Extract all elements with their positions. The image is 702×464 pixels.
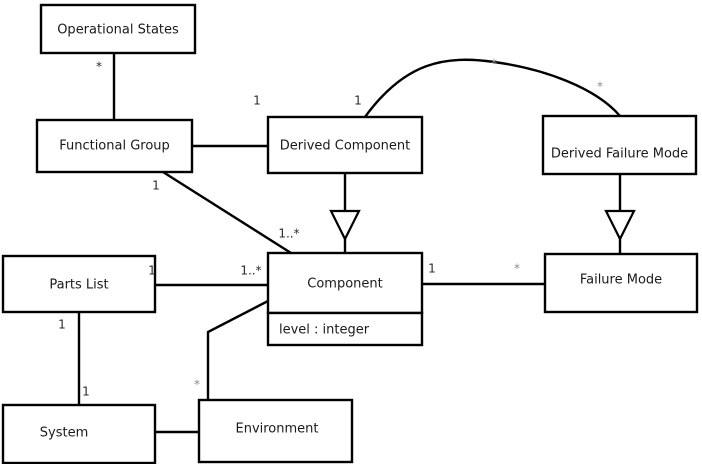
hollow-triangle-down-icon <box>604 209 636 242</box>
class-box-functional-group[interactable]: Functional Group <box>35 118 194 174</box>
attribute-compartment-component: level : integer <box>266 311 424 347</box>
multiplicity-parts-list-system-top: 1 <box>58 318 66 332</box>
multiplicity-functional-group-component-one: 1 <box>152 179 160 193</box>
class-name-derived-component: Derived Component <box>280 139 411 154</box>
association-functional-group-component[interactable] <box>162 170 292 255</box>
multiplicity-component-failure-mode-star: * <box>514 262 520 276</box>
class-box-derived-component[interactable]: Derived Component <box>266 115 424 175</box>
generalization-derived-failure-mode-failure-mode[interactable] <box>604 174 636 254</box>
multiplicity-derived-failure-mode-arc-star: * <box>597 80 603 94</box>
multiplicity-parts-list-one: 1 <box>148 264 156 278</box>
multiplicity-parts-list-system-bottom: 1 <box>82 385 90 399</box>
multiplicity-component-failure-mode-one: 1 <box>428 262 436 276</box>
class-box-component[interactable]: Component <box>266 251 424 315</box>
class-name-operational-states: Operational States <box>57 23 179 38</box>
multiplicity-functional-group-derived-component: 1 <box>253 94 261 108</box>
multiplicity-parts-list-component-many: 1..* <box>240 264 261 278</box>
class-box-parts-list[interactable]: Parts List <box>1 254 157 314</box>
multiplicity-functional-group-component-many: 1..* <box>278 227 299 241</box>
multiplicity-operational-states-star: * <box>96 60 102 74</box>
generalization-derived-component-component[interactable] <box>329 173 361 253</box>
association-environment-component[interactable] <box>206 299 269 400</box>
class-box-environment[interactable]: Environment <box>197 398 354 464</box>
attribute-level-integer: level : integer <box>279 323 370 338</box>
class-name-failure-mode: Failure Mode <box>580 273 662 288</box>
class-name-derived-failure-mode: Derived Failure Mode <box>551 147 688 162</box>
multiplicity-arc-apex-star: * <box>491 57 497 71</box>
class-name-component: Component <box>307 277 382 292</box>
class-name-functional-group: Functional Group <box>59 139 170 154</box>
class-name-environment: Environment <box>235 422 318 437</box>
multiplicity-environment-star: * <box>194 378 200 392</box>
class-name-parts-list: Parts List <box>49 278 108 293</box>
class-box-derived-failure-mode[interactable]: Derived Failure Mode <box>541 114 698 176</box>
class-name-system: System <box>40 426 88 441</box>
class-box-system[interactable]: System <box>1 403 157 464</box>
class-box-operational-states[interactable]: Operational States <box>39 3 197 55</box>
association-derived-component-derived-failure-mode[interactable] <box>364 58 621 118</box>
hollow-triangle-down-icon <box>329 209 361 242</box>
class-box-failure-mode[interactable]: Failure Mode <box>543 252 699 314</box>
multiplicity-derived-component-arc-one: 1 <box>354 94 362 108</box>
